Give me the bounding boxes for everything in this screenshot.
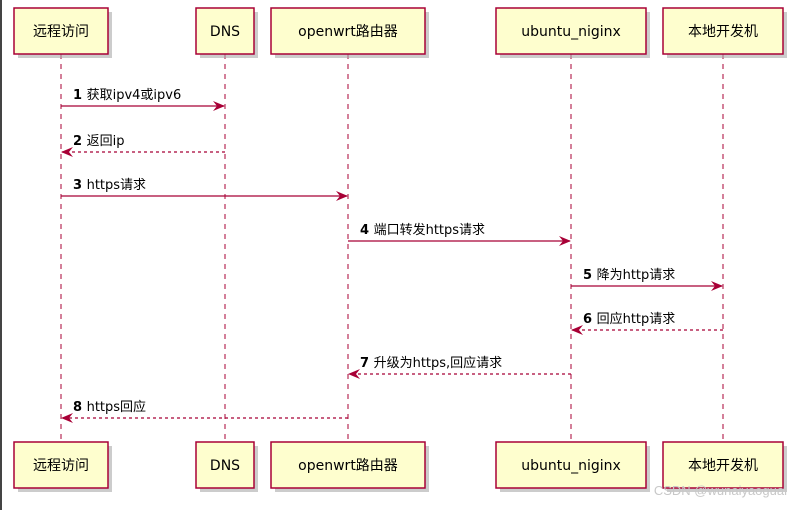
message-8: 8 https回应 xyxy=(61,399,348,423)
message-text: https回应 xyxy=(87,399,146,415)
message-label: 3 https请求 xyxy=(73,178,146,193)
message-text: 降为http请求 xyxy=(597,268,676,283)
message-7: 7 升级为https,回应请求 xyxy=(348,355,571,379)
message-number: 8 xyxy=(73,400,87,415)
message-label: 8 https回应 xyxy=(73,399,146,415)
participant-box xyxy=(195,441,255,489)
participant-remote-top: 远程访问 xyxy=(13,7,112,58)
participant-label: ubuntu_niginx xyxy=(521,24,621,40)
message-5: 5 降为http请求 xyxy=(571,268,723,291)
message-number: 1 xyxy=(73,88,87,103)
message-number: 7 xyxy=(360,356,374,371)
message-number: 5 xyxy=(583,268,597,283)
participant-box xyxy=(662,441,784,489)
message-6: 6 回应http请求 xyxy=(571,311,723,335)
message-number: 4 xyxy=(360,223,374,238)
participant-local-top: 本地开发机 xyxy=(662,7,787,58)
participant-ubuntu-bottom: ubuntu_niginx xyxy=(495,441,650,492)
message-4: 4 端口转发https请求 xyxy=(348,222,571,246)
participant-box xyxy=(495,7,647,55)
participant-remote-bottom: 远程访问 xyxy=(13,441,112,492)
participant-box xyxy=(13,7,109,55)
left-border xyxy=(0,0,2,510)
message-label: 5 降为http请求 xyxy=(583,268,675,283)
message-number: 6 xyxy=(583,312,597,327)
participant-label: 远程访问 xyxy=(33,458,89,474)
participant-label: ubuntu_niginx xyxy=(521,458,621,474)
message-text: https请求 xyxy=(87,178,146,193)
message-text: 获取ipv4或ipv6 xyxy=(87,88,182,103)
watermark: CSDN @wunaiyaoguai xyxy=(653,483,787,498)
participant-openwrt-bottom: openwrt路由器 xyxy=(270,441,429,492)
participant-openwrt-top: openwrt路由器 xyxy=(270,7,429,58)
message-label: 2 返回ip xyxy=(73,134,124,149)
message-text: 回应http请求 xyxy=(597,311,676,327)
participant-label: openwrt路由器 xyxy=(298,458,398,474)
message-number: 2 xyxy=(73,134,87,149)
message-label: 6 回应http请求 xyxy=(583,311,675,327)
participant-label: DNS xyxy=(210,24,240,40)
participant-local-bottom: 本地开发机 xyxy=(662,441,787,492)
message-2: 2 返回ip xyxy=(61,134,225,157)
participant-box xyxy=(270,7,426,55)
participant-label: 远程访问 xyxy=(33,24,89,40)
message-label: 1 获取ipv4或ipv6 xyxy=(73,88,181,103)
participant-label: openwrt路由器 xyxy=(298,24,398,40)
message-text: 升级为https,回应请求 xyxy=(374,355,503,371)
participant-label: DNS xyxy=(210,458,240,474)
message-1: 1 获取ipv4或ipv6 xyxy=(61,88,225,111)
message-label: 4 端口转发https请求 xyxy=(360,222,485,238)
participant-box xyxy=(662,7,784,55)
message-3: 3 https请求 xyxy=(61,178,348,201)
message-text: 返回ip xyxy=(87,134,125,149)
message-label: 7 升级为https,回应请求 xyxy=(360,355,502,371)
participant-ubuntu-top: ubuntu_niginx xyxy=(495,7,650,58)
participant-box xyxy=(13,441,109,489)
participant-dns-bottom: DNS xyxy=(195,441,258,492)
participant-label: 本地开发机 xyxy=(688,24,758,40)
participant-label: 本地开发机 xyxy=(688,458,758,474)
participant-dns-top: DNS xyxy=(195,7,258,58)
participant-box xyxy=(270,441,426,489)
message-number: 3 xyxy=(73,178,87,193)
message-text: 端口转发https请求 xyxy=(374,222,485,238)
participant-box xyxy=(495,441,647,489)
participant-box xyxy=(195,7,255,55)
